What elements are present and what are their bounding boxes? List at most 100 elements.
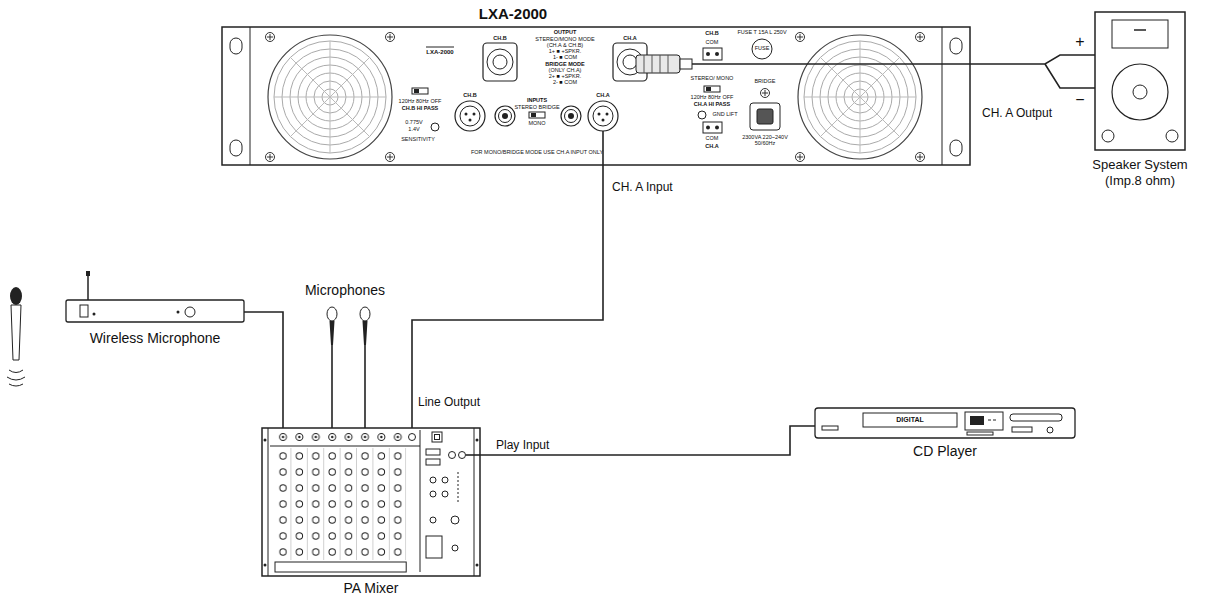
cable-label: Line Output	[418, 396, 480, 408]
power-plug	[757, 109, 773, 124]
trs-input	[495, 106, 515, 126]
speakon-plug	[636, 55, 680, 73]
panel-label: CH.B	[463, 93, 476, 99]
mic-head	[327, 307, 337, 321]
speaker-cabinet	[1095, 12, 1185, 150]
rail-screw	[476, 439, 479, 442]
panel-label: (ONLY CH.A)	[549, 68, 582, 74]
panel-label: CH.A	[623, 36, 636, 42]
mode-switch	[529, 112, 545, 118]
signal-cable	[364, 357, 366, 428]
signal-cable	[331, 357, 333, 428]
mic-handle	[330, 321, 335, 345]
plug-boot	[680, 59, 692, 69]
panel-label: FUSE	[755, 46, 770, 52]
mixer-body	[262, 428, 480, 576]
cd-body	[815, 408, 1075, 438]
master-switch	[426, 449, 440, 455]
panel-label: FOR MONO/BRIDGE MODE USE CH.A INPUT ONLY	[471, 150, 603, 156]
power-button-face	[435, 435, 440, 440]
signal-cable	[970, 55, 1088, 64]
panel-label: CH.B HI PASS	[402, 106, 439, 112]
cd-tray	[863, 413, 957, 427]
bass-port	[1102, 130, 1114, 142]
panel-label: COM	[706, 136, 719, 142]
panel-label: CH.A HI PASS	[694, 102, 730, 108]
master-knob	[430, 491, 436, 497]
cd-power	[822, 426, 838, 430]
model-mark: LXA-2000	[426, 49, 453, 55]
screw	[266, 153, 275, 162]
cd-buttons	[1010, 414, 1062, 421]
panel-label: CH.B	[705, 31, 718, 37]
cd-button	[1012, 427, 1032, 432]
master-knob	[430, 517, 436, 523]
panel-label: 0.775V	[405, 120, 422, 126]
mic-handle	[363, 321, 368, 345]
screw	[386, 153, 395, 162]
panel-label: BRIDGE MODE	[545, 62, 584, 68]
channel-buttons	[275, 562, 406, 572]
panel-label: CH.B	[493, 36, 506, 42]
mic-head	[360, 307, 370, 321]
screw	[386, 33, 395, 42]
signal-cable	[412, 165, 603, 428]
node-label: Wireless Microphone	[66, 330, 244, 347]
input-cable	[602, 131, 604, 165]
mic-cable	[331, 345, 333, 357]
master-knob	[451, 516, 459, 524]
sensitivity-knob	[431, 123, 439, 131]
phones-jack	[452, 545, 458, 551]
terminal-post	[715, 52, 719, 56]
volume-knob	[185, 307, 195, 317]
rail-screw	[264, 439, 267, 442]
hi-pass-switch	[704, 86, 720, 92]
indicator	[177, 311, 180, 314]
power-switch	[80, 305, 88, 317]
panel-label: BRIDGE	[754, 79, 775, 85]
panel-label: GND LIFT	[712, 112, 737, 118]
cable-label: CH. A Input	[610, 180, 675, 194]
node-label: PA Mixer	[262, 580, 480, 597]
panel-label: STEREO/MONO MODE	[535, 37, 594, 43]
polarity-sign: −	[1075, 92, 1084, 108]
panel-label: COM	[706, 40, 719, 46]
woofer	[1112, 64, 1168, 120]
rack-hole	[230, 38, 242, 54]
mixer-rail	[268, 428, 474, 576]
tweeter	[1112, 20, 1168, 48]
woofer-cap	[1133, 85, 1147, 99]
terminal-block	[703, 122, 722, 133]
mic-body	[11, 305, 21, 360]
panel-label: 120Hz 80Hz OFF	[691, 95, 734, 101]
screw	[796, 153, 805, 162]
master-knob	[430, 477, 436, 483]
panel-label: 120Hz 80Hz OFF	[399, 99, 442, 105]
cd-display	[965, 412, 1003, 430]
rack-hole	[950, 140, 962, 156]
speaker-system: Speaker System (Imp.8 ohm)	[1088, 12, 1192, 190]
bass-port	[1166, 130, 1178, 142]
amplifier: LXA-2000	[222, 2, 970, 165]
cd-button	[967, 432, 993, 435]
master-section	[426, 536, 442, 558]
model-underline	[426, 47, 454, 48]
xlr-input	[588, 101, 618, 131]
panel-label: 1- ■ COM	[553, 55, 577, 61]
terminal-post	[715, 126, 719, 130]
cable-label: Play Input	[494, 438, 551, 452]
rail-screw	[264, 564, 267, 567]
node-label: LXA-2000	[413, 5, 613, 23]
fuse-holder	[752, 39, 772, 59]
trs-input	[561, 106, 581, 126]
wireless-receiver: Wireless Microphone	[66, 298, 244, 349]
pa-mixer: PA Mixer	[262, 428, 480, 599]
cable-label: CH. A Output	[980, 106, 1054, 120]
polarity-sign: +	[1075, 34, 1084, 50]
xlr-input	[455, 101, 485, 131]
receiver-body	[66, 300, 244, 322]
gnd-lift-knob	[698, 111, 706, 119]
power-button	[432, 432, 442, 442]
